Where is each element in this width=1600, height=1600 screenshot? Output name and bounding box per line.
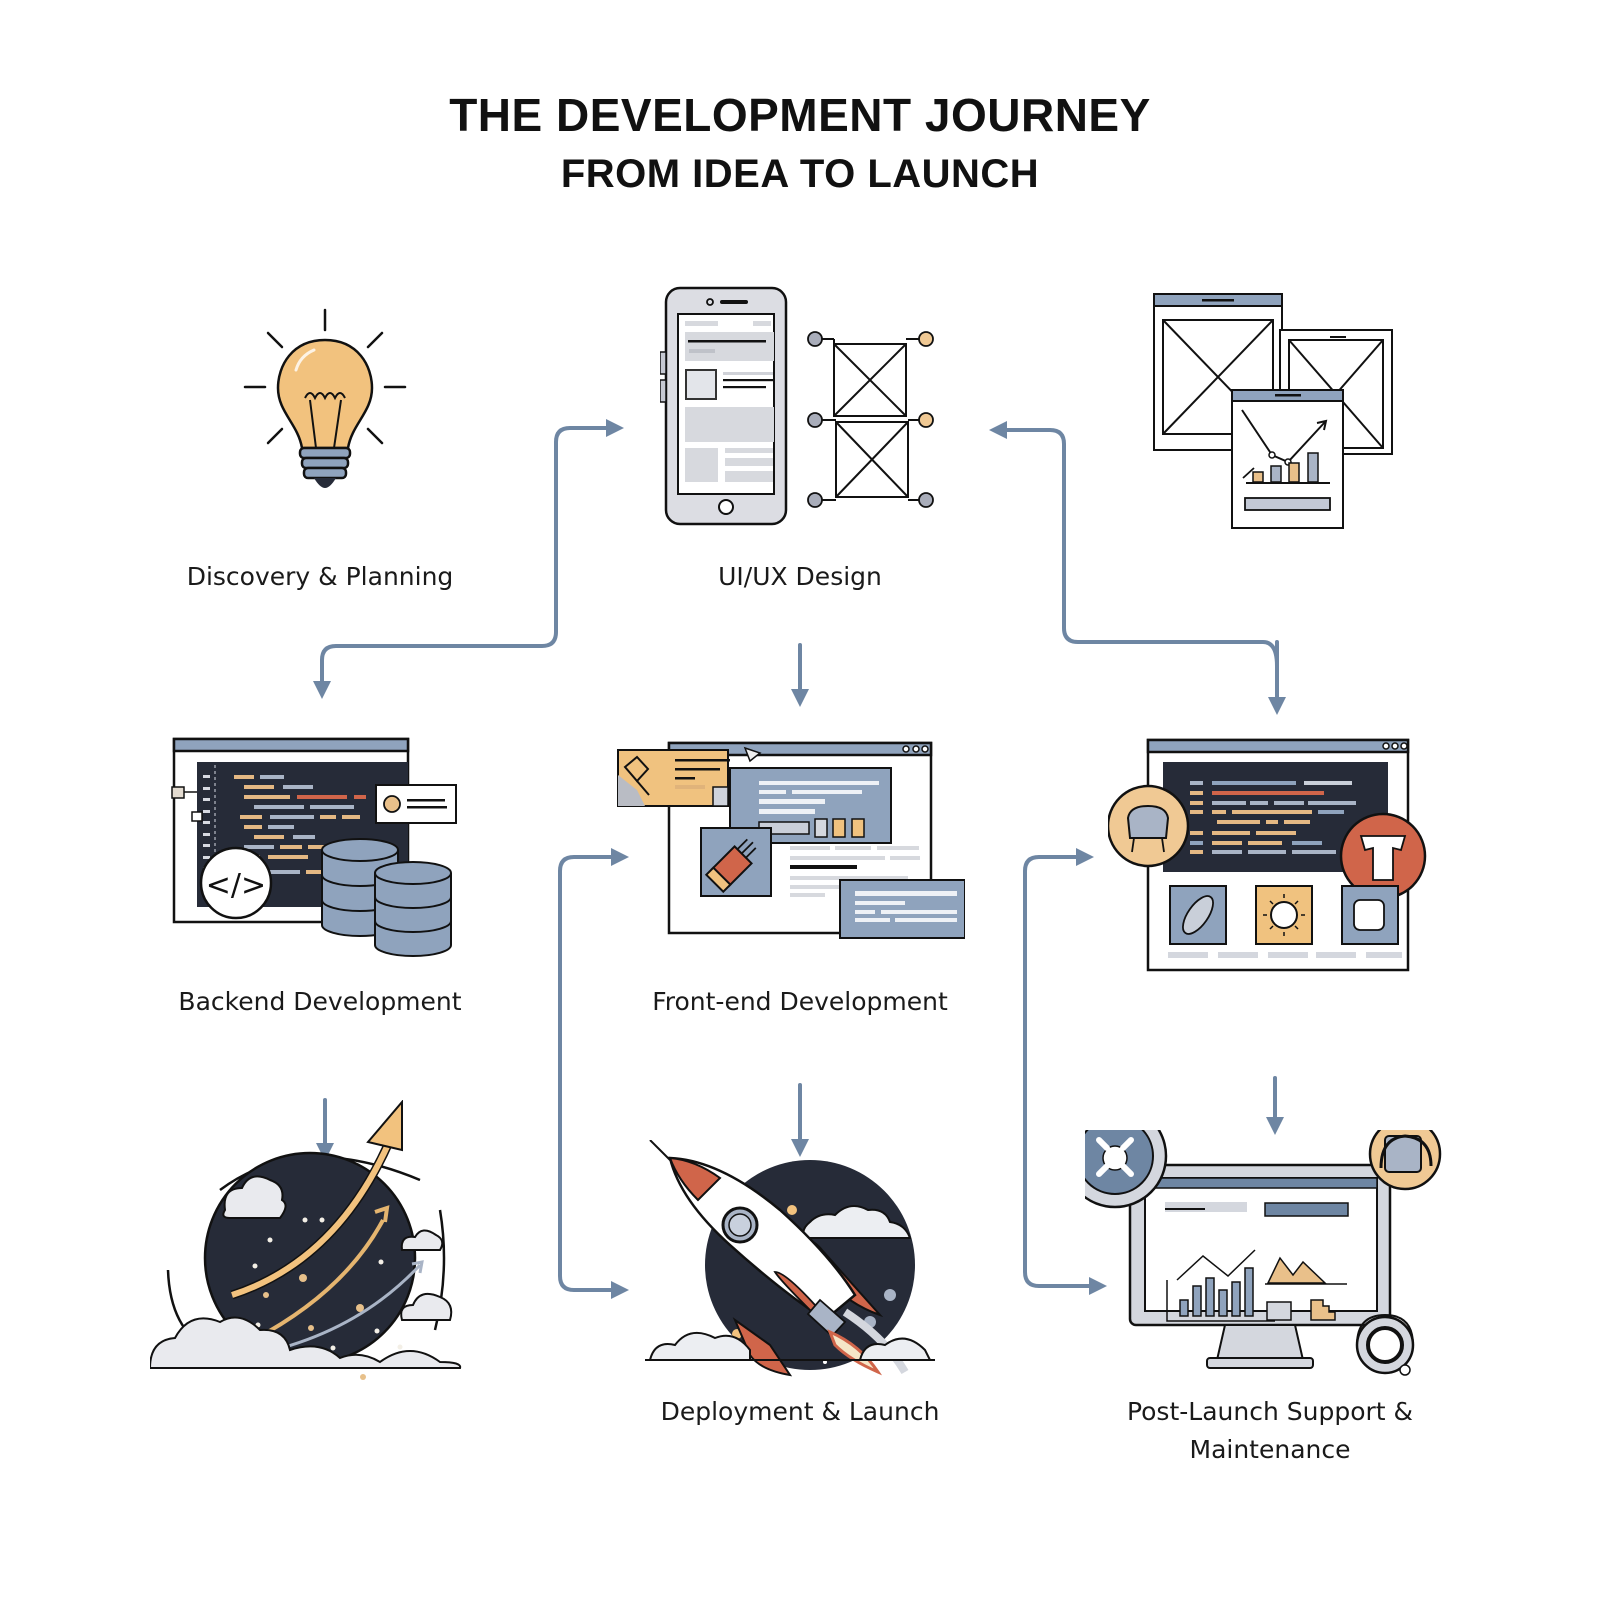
phone-wireframe-icon <box>660 286 934 526</box>
bug-testing-icon <box>1108 738 1427 972</box>
planet-growth-icon <box>150 1100 462 1380</box>
page-title: THE DEVELOPMENT JOURNEY <box>449 89 1151 141</box>
stage-label-support-line2: Maintenance <box>1189 1435 1351 1464</box>
stage-label-design: UI/UX Design <box>718 562 882 591</box>
code-database-icon: </> <box>171 737 457 957</box>
page-subtitle: FROM IDEA TO LAUNCH <box>560 152 1040 196</box>
monitor-support-icon <box>1085 1130 1442 1376</box>
stage-label-discovery: Discovery & Planning <box>186 562 454 591</box>
svg-text:</>: </> <box>206 868 266 903</box>
lightbulb-icon <box>243 308 407 488</box>
stage-label-backend: Backend Development <box>178 987 462 1016</box>
connector-left-bracket <box>558 855 629 1299</box>
stage-label-deployment: Deployment & Launch <box>660 1397 940 1426</box>
frontend-cards <box>617 746 965 939</box>
stage-label-frontend: Front-end Development <box>652 987 948 1016</box>
connector-testing-to-design <box>989 421 1279 668</box>
stage-label-support: Post-Launch Support & Maintenance <box>1060 1393 1480 1469</box>
connector-right-bracket <box>1023 855 1107 1295</box>
connector-discovery-to-design-backend <box>320 419 624 692</box>
stage-label-support-line1: Post-Launch Support & <box>1126 1397 1414 1426</box>
wireframe-pages-icon <box>1153 293 1393 529</box>
rocket-icon <box>645 1140 935 1377</box>
